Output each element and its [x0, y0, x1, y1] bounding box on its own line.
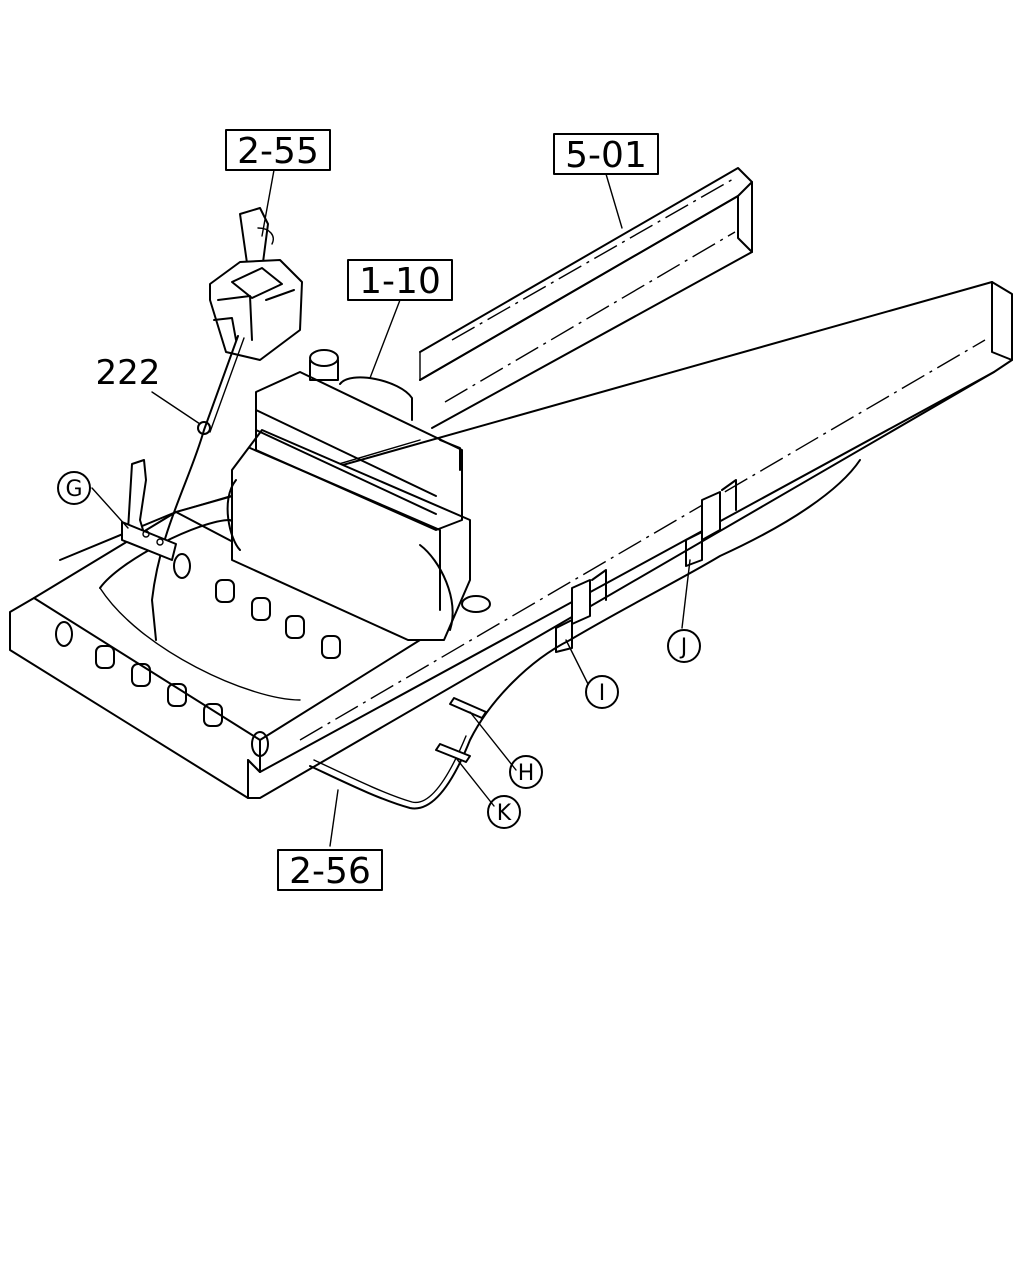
- marker-g: G: [57, 471, 91, 505]
- left-frame-rail: [419, 167, 753, 429]
- marker-k: K: [487, 795, 521, 829]
- clamp-k: [435, 743, 471, 763]
- callout-222-label: 222: [96, 353, 161, 393]
- marker-j-label: J: [679, 635, 688, 660]
- marker-h-label: H: [518, 761, 535, 786]
- callout-2-56-label: 2-56: [289, 851, 371, 892]
- shift-lever: [209, 207, 303, 361]
- right-frame-rail: [59, 281, 1013, 799]
- callout-2-55-label: 2-55: [237, 131, 319, 172]
- callout-2-55: 2-55: [225, 129, 331, 172]
- bracket-g: [121, 459, 177, 561]
- marker-i-label: I: [599, 681, 606, 706]
- callout-5-01-label: 5-01: [565, 135, 647, 176]
- grommet-222: [197, 421, 211, 435]
- marker-i: I: [585, 675, 619, 709]
- marker-h: H: [509, 755, 543, 789]
- marker-g-label: G: [65, 477, 82, 502]
- marker-j: J: [667, 629, 701, 663]
- callout-1-10-label: 1-10: [359, 261, 441, 302]
- shift-cable: [151, 335, 861, 810]
- marker-k-label: K: [497, 801, 512, 826]
- callout-5-01: 5-01: [553, 133, 659, 176]
- callout-222: 222: [96, 353, 161, 393]
- leader-lines: [91, 169, 691, 847]
- callout-1-10: 1-10: [347, 259, 453, 302]
- bracket-j: [685, 479, 737, 567]
- callout-2-56: 2-56: [277, 849, 383, 892]
- clamp-h: [449, 697, 487, 719]
- bracket-i: [555, 569, 607, 653]
- transmission-body: [226, 349, 491, 641]
